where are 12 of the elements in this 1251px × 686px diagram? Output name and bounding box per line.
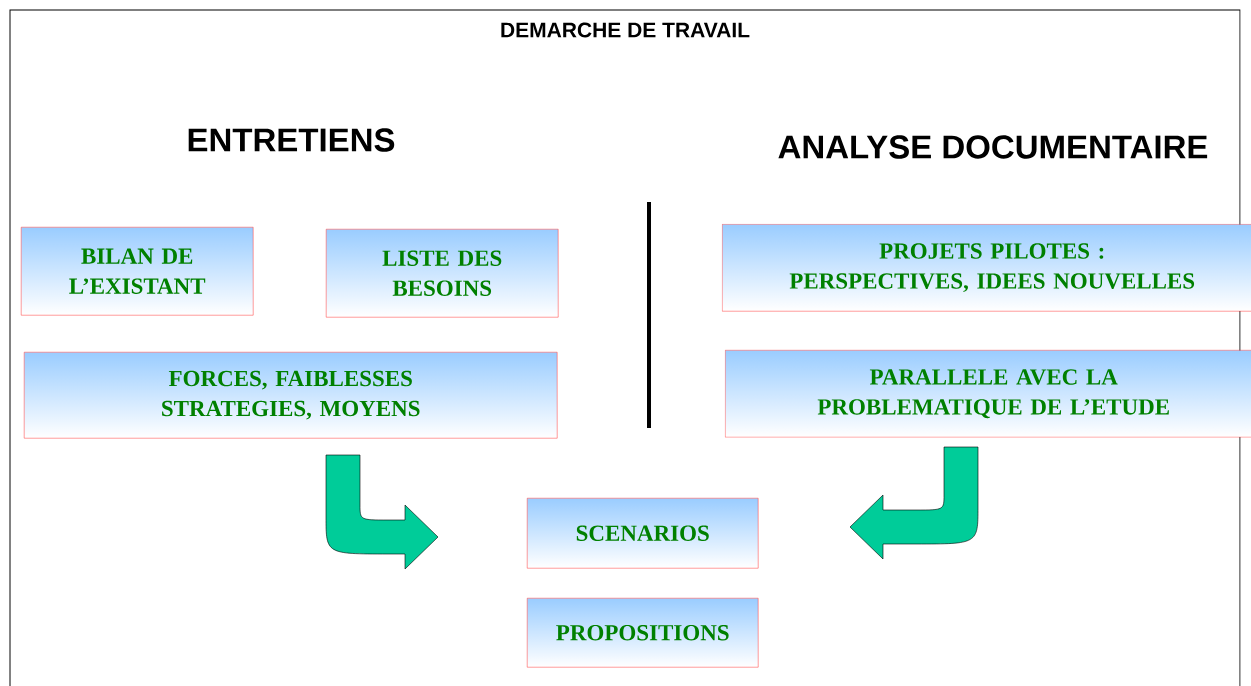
process-box: FORCES, FAIBLESSES STRATEGIES, MOYENS xyxy=(24,352,558,439)
process-box: SCENARIOS xyxy=(527,498,759,569)
process-box: LISTE DES BESOINS xyxy=(326,229,559,318)
process-box: PARALLELE AVEC LA PROBLEMATIQUE DE L’ETUDE xyxy=(725,350,1251,438)
process-box: PROPOSITIONS xyxy=(527,598,759,668)
process-box: PROJETS PILOTES : PERSPECTIVES, IDEES NOUVELLES xyxy=(722,224,1251,312)
process-box: BILAN DE L’EXISTANT xyxy=(21,227,254,316)
curved-block-arrow xyxy=(849,446,979,560)
title: DEMARCHE DE TRAVAIL xyxy=(501,22,750,38)
section-heading: ANALYSE DOCUMENTAIRE xyxy=(778,135,1208,159)
section-heading: ENTRETIENS xyxy=(188,128,395,152)
curved-block-arrow xyxy=(325,454,439,570)
